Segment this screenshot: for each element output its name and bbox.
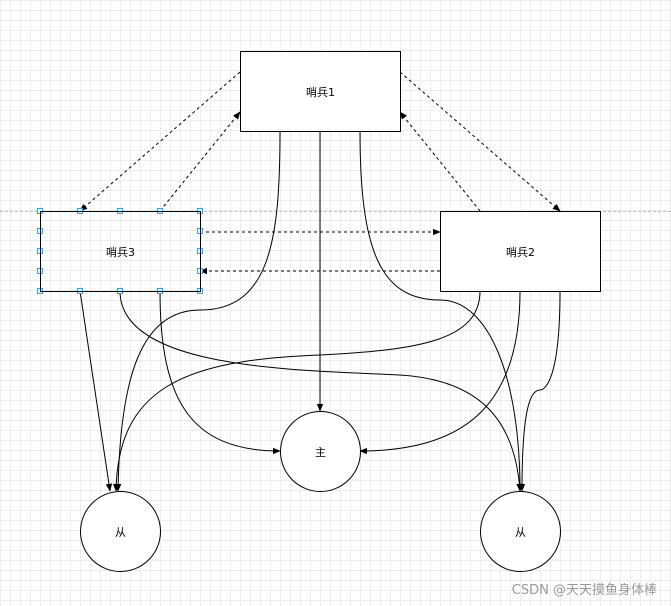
master-node[interactable]: 主 — [280, 411, 361, 492]
edge-s1-to-s3 — [79, 71, 241, 212]
slave-left-label: 从 — [115, 525, 126, 539]
sentinel-1-node[interactable]: 哨兵1 — [240, 51, 401, 132]
edge-s2-to-master — [359, 290, 521, 455]
edge-s3-to-slave-right — [119, 290, 523, 492]
edge-s2-to-slave-right — [518, 290, 561, 492]
edge-s1-to-s2 — [399, 71, 561, 212]
edge-s1-to-slave-left — [114, 130, 281, 492]
slave-left-node[interactable]: 从 — [80, 491, 161, 572]
slave-right-label: 从 — [515, 525, 526, 539]
edge-s3-to-slave-left — [79, 290, 113, 492]
edge-s3-to-master — [159, 290, 281, 455]
sentinel-2-label: 哨兵2 — [506, 245, 535, 259]
edge-s1-to-slave-right — [359, 130, 524, 492]
sentinel-3-label: 哨兵3 — [106, 245, 135, 259]
slave-right-node[interactable]: 从 — [480, 491, 561, 572]
edge-s2-to-s1 — [399, 111, 481, 212]
watermark: CSDN @天天摸鱼身体棒 — [511, 583, 657, 598]
horizontal-guide-line — [0, 211, 671, 212]
sentinel-3-node[interactable]: 哨兵3 — [40, 211, 201, 292]
master-label: 主 — [315, 445, 326, 459]
edge-s3-to-s1 — [159, 111, 241, 212]
sentinel-2-node[interactable]: 哨兵2 — [440, 211, 601, 292]
edge-s2-to-slave-left — [112, 290, 481, 492]
sentinel-1-label: 哨兵1 — [306, 85, 335, 99]
